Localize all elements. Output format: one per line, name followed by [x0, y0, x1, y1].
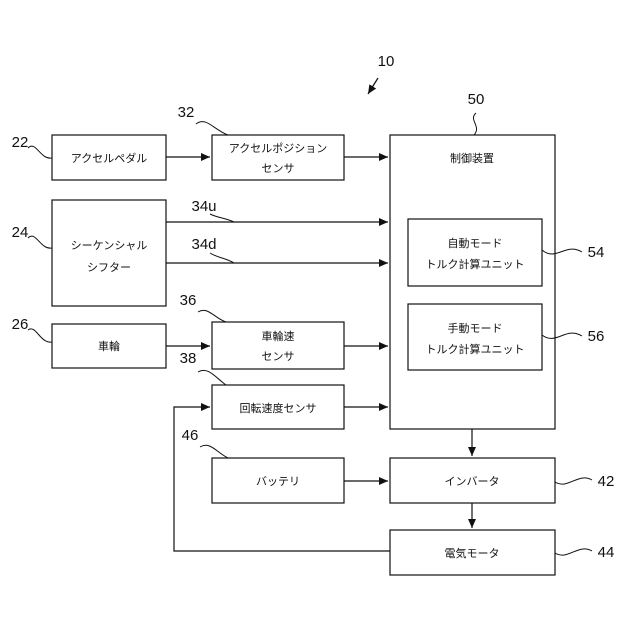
electric-motor-leader — [555, 549, 592, 555]
rotation-speed-sensor-leader — [198, 370, 226, 385]
manual-mode-unit-label-2: トルク計算ユニット — [426, 342, 525, 356]
wheel-label: 車輪 — [98, 339, 120, 353]
controller-ref: 50 — [468, 91, 485, 108]
accel-sensor-label-2: センサ — [262, 162, 295, 175]
wheel-speed-sensor-leader — [198, 310, 226, 322]
shift-down-leader — [210, 253, 234, 263]
accel-pedal-block: アクセルペダル — [52, 135, 166, 180]
rotation-speed-sensor-block: 回転速度センサ — [212, 385, 344, 429]
inverter-block: インバータ — [390, 458, 555, 503]
wheel-block: 車輪 — [52, 324, 166, 368]
auto-mode-unit-label-2: トルク計算ユニット — [426, 257, 525, 271]
shifter-block: シーケンシャル シフター — [52, 200, 166, 306]
shift-up-ref: 34u — [191, 198, 216, 215]
manual-mode-unit-ref: 56 — [588, 328, 605, 345]
figure-ref-number: 10 — [378, 53, 395, 70]
rotation-speed-sensor-ref: 38 — [180, 350, 197, 367]
wheel-speed-sensor-label-2: センサ — [262, 350, 295, 363]
shift-up-leader — [210, 214, 234, 222]
battery-label: バッテリ — [256, 475, 300, 488]
shifter-label-1: シーケンシャル — [71, 239, 148, 252]
inverter-ref: 42 — [598, 473, 615, 490]
auto-mode-unit-block: 自動モード トルク計算ユニット — [408, 219, 542, 286]
controller-leader — [473, 113, 476, 135]
battery-leader — [200, 445, 228, 458]
manual-mode-unit-label-1: 手動モード — [448, 321, 503, 335]
wheel-speed-sensor-label-1: 車輪速 — [262, 329, 295, 343]
manual-mode-unit-block: 手動モード トルク計算ユニット — [408, 304, 542, 370]
rotation-speed-sensor-label: 回転速度センサ — [240, 401, 317, 415]
shifter-ref: 24 — [12, 224, 29, 241]
accel-sensor-ref: 32 — [178, 104, 195, 121]
electric-motor-block: 電気モータ — [390, 530, 555, 575]
accel-pedal-ref: 22 — [12, 134, 29, 151]
accel-sensor-label-1: アクセルポジション — [229, 142, 327, 155]
wheel-ref: 26 — [12, 316, 29, 333]
accel-pedal-label: アクセルペダル — [71, 151, 147, 165]
auto-mode-unit-ref: 54 — [588, 244, 605, 261]
accel-sensor-block: アクセルポジション センサ — [212, 135, 344, 180]
accel-pedal-leader — [28, 146, 52, 158]
electric-motor-label: 電気モータ — [445, 546, 500, 560]
wheel-speed-sensor-ref: 36 — [180, 292, 197, 309]
battery-block: バッテリ — [212, 458, 344, 503]
wheel-leader — [28, 329, 52, 342]
figure-ref-arrow — [368, 78, 378, 94]
battery-ref: 46 — [182, 427, 199, 444]
accel-sensor-leader — [196, 122, 228, 135]
controller-label: 制御装置 — [450, 151, 494, 165]
inverter-leader — [555, 478, 592, 484]
shift-down-ref: 34d — [191, 236, 216, 253]
shifter-label-2: シフター — [87, 261, 131, 274]
shifter-leader — [28, 236, 52, 248]
electric-motor-ref: 44 — [598, 544, 615, 561]
wheel-speed-sensor-block: 車輪速 センサ — [212, 322, 344, 369]
inverter-label: インバータ — [445, 475, 500, 488]
auto-mode-unit-label-1: 自動モード — [448, 236, 503, 250]
